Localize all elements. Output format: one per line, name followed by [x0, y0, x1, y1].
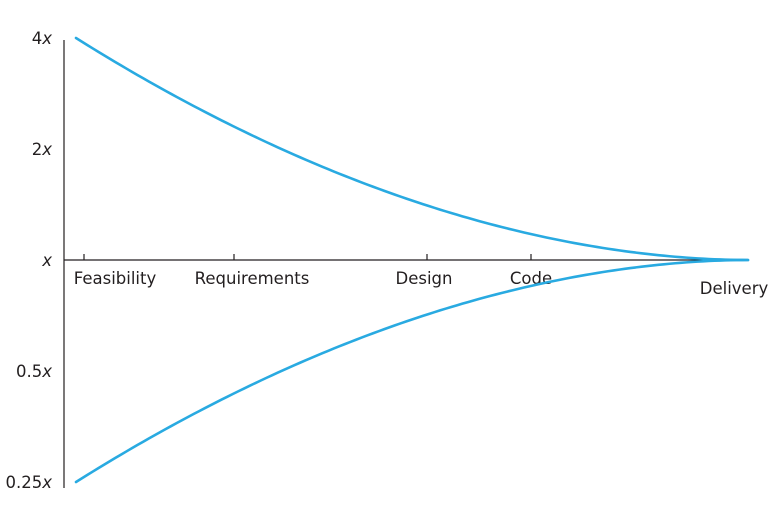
x-tick-label: Requirements	[195, 269, 310, 288]
y-tick-label: x	[41, 251, 52, 270]
x-tick-label: Design	[396, 269, 453, 288]
y-tick-label-number: 0.5	[16, 362, 42, 381]
y-tick-label-variable: x	[41, 251, 52, 270]
y-tick-label-variable: x	[41, 362, 52, 381]
x-ticks	[83, 254, 532, 260]
y-tick-label: 2x	[32, 140, 53, 159]
y-tick-label-number: 0.25	[5, 473, 42, 492]
curves	[74, 36, 750, 484]
y-tick-label: 0.25x	[5, 473, 52, 492]
y-tick-label-variable: x	[41, 29, 52, 48]
x-tick-label: Feasibility	[74, 269, 157, 288]
y-tick-label: 4x	[32, 29, 53, 48]
y-tick-label-number: 2	[32, 140, 43, 159]
x-tick-label: Delivery	[700, 279, 769, 298]
y-tick-label-variable: x	[41, 140, 52, 159]
upper-estimate-curve	[74, 36, 750, 262]
y-tick-label: 0.5x	[16, 362, 52, 381]
y-tick-label-number: 4	[32, 29, 43, 48]
y-tick-label-variable: x	[41, 473, 52, 492]
axes	[63, 40, 748, 488]
lower-estimate-curve	[74, 258, 750, 484]
